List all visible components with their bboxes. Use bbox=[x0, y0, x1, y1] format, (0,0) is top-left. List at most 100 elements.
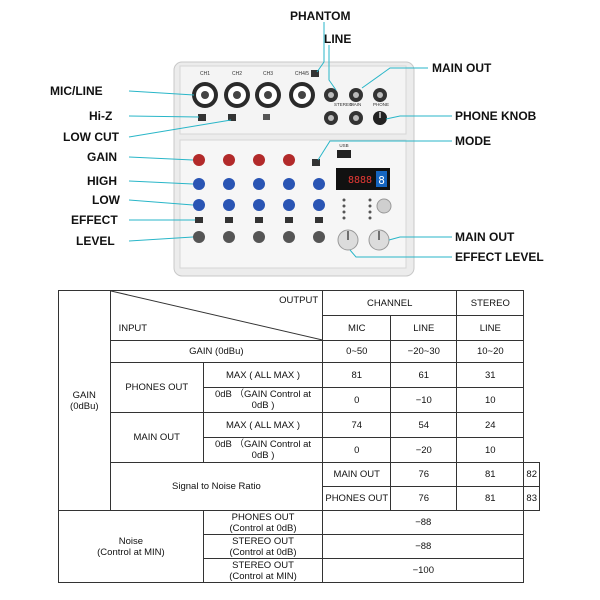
main-out-group: MAIN OUT bbox=[109, 412, 204, 463]
phone-knob-callout: PHONE KNOB bbox=[455, 109, 537, 123]
program-leds bbox=[342, 198, 372, 220]
display-preset: 8 bbox=[378, 174, 385, 187]
display-digits: 8888 bbox=[348, 175, 372, 186]
line-callout: LINE bbox=[324, 32, 352, 46]
spec-table: GAIN (0dBu) OUTPUT INPUT CHANNEL STEREO … bbox=[58, 290, 540, 583]
main-max-mic: 74 bbox=[322, 412, 392, 438]
mic-line-callout: MIC/LINE bbox=[50, 84, 103, 98]
snr-phones-mic: 76 bbox=[390, 486, 458, 511]
ch3-label: CH3 bbox=[263, 71, 273, 77]
hi-z-switch bbox=[198, 114, 206, 121]
stereo-jack-label: STEREO bbox=[334, 102, 353, 107]
noise-stereomin-label: STEREO OUT (Control at MIN) bbox=[202, 558, 324, 583]
gain-line: −20~30 bbox=[390, 340, 458, 363]
ch45-label: CH4/5 bbox=[295, 71, 309, 77]
gain-group-cell: GAIN (0dBu) bbox=[58, 290, 111, 511]
display-preset-box bbox=[376, 171, 387, 187]
xlr-jack-ch1 bbox=[192, 82, 218, 108]
phones-zero-line: −10 bbox=[390, 387, 458, 413]
mixer-illustration: CH1 CH2 CH3 CH4/5 STEREO MAIN PHONE bbox=[128, 22, 452, 277]
snr-main-stereo: 82 bbox=[523, 462, 540, 487]
program-knob bbox=[376, 198, 392, 214]
channel-header: CHANNEL bbox=[322, 290, 458, 316]
phone-jack bbox=[373, 88, 387, 102]
main-out-jacks bbox=[349, 88, 363, 125]
hi-z-callout: Hi-Z bbox=[89, 109, 113, 123]
gain-callout: GAIN bbox=[87, 150, 117, 164]
ch1-label: CH1 bbox=[200, 71, 210, 77]
gain-stereo: 10~20 bbox=[456, 340, 525, 363]
gain-row-label: GAIN (0dBu) bbox=[109, 340, 324, 363]
noise-stereo0-label-text: STEREO OUT (Control at 0dB) bbox=[229, 535, 297, 558]
phantom-callout: PHANTOM bbox=[290, 9, 351, 23]
snr-group: Signal to Noise Ratio bbox=[109, 462, 324, 511]
line-subheader: LINE bbox=[390, 315, 458, 341]
snr-main-mic: 76 bbox=[390, 462, 458, 487]
effect-level-knob bbox=[337, 229, 359, 251]
main-max-line: 54 bbox=[390, 412, 458, 438]
noise-phones-label-text: PHONES OUT (Control at 0dB) bbox=[229, 511, 297, 534]
ch2-label: CH2 bbox=[232, 71, 242, 77]
phone-knob bbox=[373, 111, 387, 125]
output-label: OUTPUT bbox=[279, 295, 319, 306]
low-cut-callout: LOW CUT bbox=[63, 130, 119, 144]
main-zero-label: 0dB （GAIN Control at 0dB ) bbox=[202, 437, 324, 463]
xlr-jack-ch2 bbox=[224, 82, 250, 108]
main-out-knob bbox=[368, 229, 390, 251]
level-knobs bbox=[193, 231, 325, 243]
noise-stereo0-value: −88 bbox=[322, 534, 525, 559]
noise-stereomin-label-text: STEREO OUT (Control at MIN) bbox=[229, 559, 297, 582]
phone-jack-label: PHONE bbox=[373, 102, 389, 107]
gain-group-label: GAIN (0dBu) bbox=[70, 389, 99, 412]
stereo-line-subheader: LINE bbox=[456, 315, 525, 341]
high-callout: HIGH bbox=[87, 174, 117, 188]
phones-out-group: PHONES OUT bbox=[109, 362, 204, 413]
usb-port bbox=[337, 150, 351, 158]
main-max-stereo: 24 bbox=[456, 412, 525, 438]
effect-callout: EFFECT bbox=[71, 213, 118, 227]
stereo-header: STEREO bbox=[456, 290, 525, 316]
snr-main-label: MAIN OUT bbox=[322, 462, 392, 487]
input-label: INPUT bbox=[118, 323, 148, 334]
level-callout: LEVEL bbox=[76, 234, 115, 248]
phones-zero-label: 0dB （GAIN Control at 0dB ) bbox=[202, 387, 324, 413]
phones-max-line: 61 bbox=[390, 362, 458, 388]
header-diagonal-cell: OUTPUT INPUT bbox=[109, 290, 324, 341]
phones-max-label: MAX ( ALL MAX ) bbox=[202, 362, 324, 388]
rear-switch bbox=[263, 114, 270, 120]
noise-group: Noise (Control at MIN) bbox=[58, 510, 204, 583]
noise-group-label: Noise (Control at MIN) bbox=[97, 535, 165, 558]
channel-strip-knobs bbox=[193, 154, 325, 211]
noise-stereomin-value: −100 bbox=[322, 558, 525, 583]
snr-phones-line: 81 bbox=[456, 486, 525, 511]
leader-lines bbox=[128, 22, 452, 258]
main-zero-mic: 0 bbox=[322, 437, 392, 463]
mode-button bbox=[312, 159, 320, 166]
low-callout: LOW bbox=[92, 193, 120, 207]
mode-callout: MODE bbox=[455, 134, 491, 148]
main-zero-line: −20 bbox=[390, 437, 458, 463]
snr-main-line: 81 bbox=[456, 462, 525, 487]
noise-stereo0-label: STEREO OUT (Control at 0dB) bbox=[202, 534, 324, 559]
main-max-label: MAX ( ALL MAX ) bbox=[202, 412, 324, 438]
noise-phones-label: PHONES OUT (Control at 0dB) bbox=[202, 510, 324, 535]
gain-mic: 0~50 bbox=[322, 340, 392, 363]
noise-phones-value: −88 bbox=[322, 510, 525, 535]
phones-max-mic: 81 bbox=[322, 362, 392, 388]
phantom-switch bbox=[311, 70, 319, 77]
mic-subheader: MIC bbox=[322, 315, 392, 341]
low-cut-switch bbox=[228, 114, 236, 121]
main-zero-stereo: 10 bbox=[456, 437, 525, 463]
xlr-jack-ch3 bbox=[255, 82, 281, 108]
main-out-bottom-callout: MAIN OUT bbox=[455, 230, 515, 244]
snr-phones-stereo: 83 bbox=[523, 486, 540, 511]
main-jack-label: MAIN bbox=[350, 102, 361, 107]
xlr-jack-ch45 bbox=[289, 82, 315, 108]
effect-buttons bbox=[195, 217, 323, 223]
phones-zero-stereo: 10 bbox=[456, 387, 525, 413]
effect-level-callout: EFFECT LEVEL bbox=[455, 250, 544, 264]
phones-max-stereo: 31 bbox=[456, 362, 525, 388]
phones-zero-mic: 0 bbox=[322, 387, 392, 413]
stereo-line-jacks bbox=[324, 88, 338, 125]
mixer-diagram: CH1 CH2 CH3 CH4/5 STEREO MAIN PHONE bbox=[0, 0, 600, 283]
